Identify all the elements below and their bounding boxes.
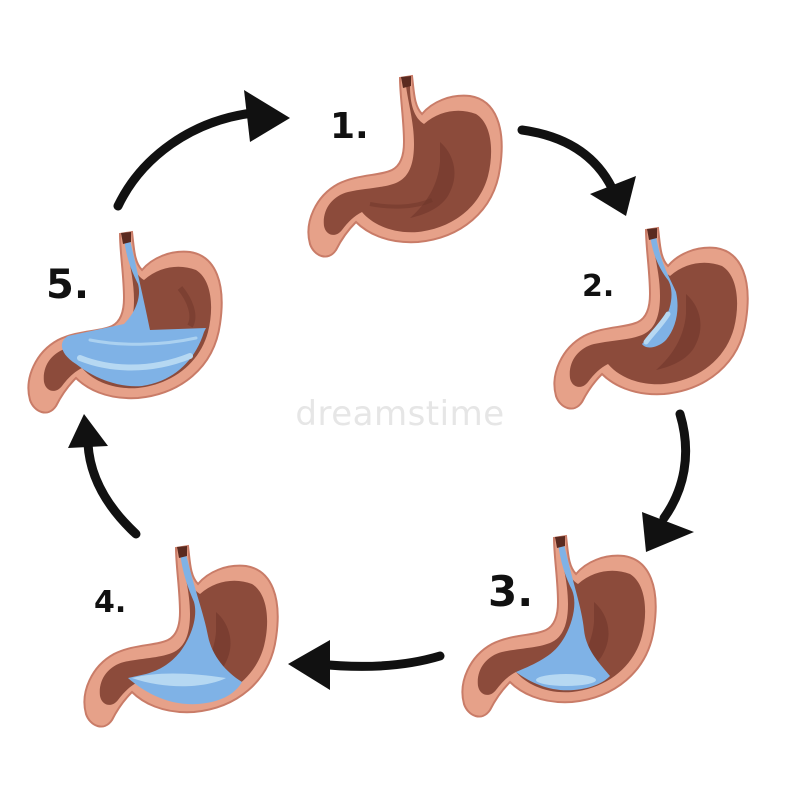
step-label-1: 1. (330, 106, 369, 147)
arrow-5-to-1 (113, 90, 290, 211)
water-fill (128, 552, 242, 705)
arrow-2-to-3 (642, 409, 694, 552)
water-fill (61, 238, 206, 387)
arrow-4-to-5 (68, 414, 141, 539)
stomach-step-1 (307, 74, 503, 258)
arrow-1-to-2 (517, 125, 636, 216)
arrow-3-to-4 (288, 640, 445, 690)
step-label-3: 3. (488, 567, 533, 616)
esophagus-opening (121, 232, 131, 244)
stomach-inner (477, 546, 646, 695)
esophagus-opening (177, 546, 187, 558)
watermark-text: dreamstime (295, 394, 504, 434)
stomach-step-4 (83, 544, 279, 728)
step-label-2: 2. (582, 269, 614, 304)
stomach-step-5 (27, 230, 223, 414)
esophagus-opening (401, 76, 411, 88)
esophagus-opening (647, 228, 657, 240)
water-fill (516, 542, 610, 691)
stomach-step-3 (461, 534, 657, 718)
stomach-inner (323, 86, 492, 235)
stomach-inner (99, 556, 268, 705)
stomach-step-2 (553, 226, 749, 410)
stomach-inner (569, 238, 738, 387)
step-label-4: 4. (94, 585, 126, 620)
water-stream (642, 234, 678, 348)
esophagus-opening (555, 536, 565, 548)
step-label-5: 5. (46, 262, 89, 308)
